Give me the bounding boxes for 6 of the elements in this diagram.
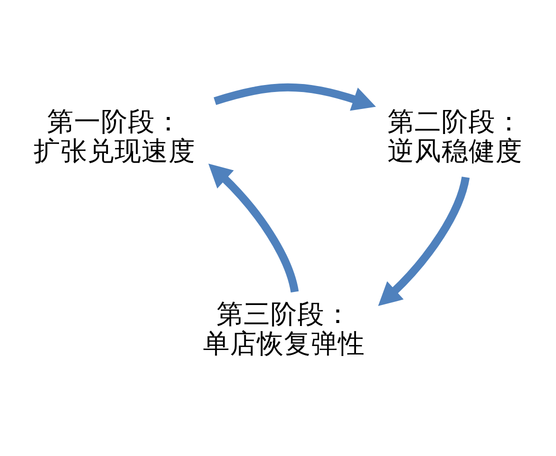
arrow [208, 163, 299, 292]
node-text: 第二阶段： 逆风稳健度 [388, 106, 523, 166]
arrow [214, 82, 376, 110]
node-text: 第一阶段： 扩张兑现速度 [33, 106, 196, 166]
node-text: 第三阶段： 单店恢复弹性 [203, 298, 366, 359]
arrow [378, 176, 470, 306]
